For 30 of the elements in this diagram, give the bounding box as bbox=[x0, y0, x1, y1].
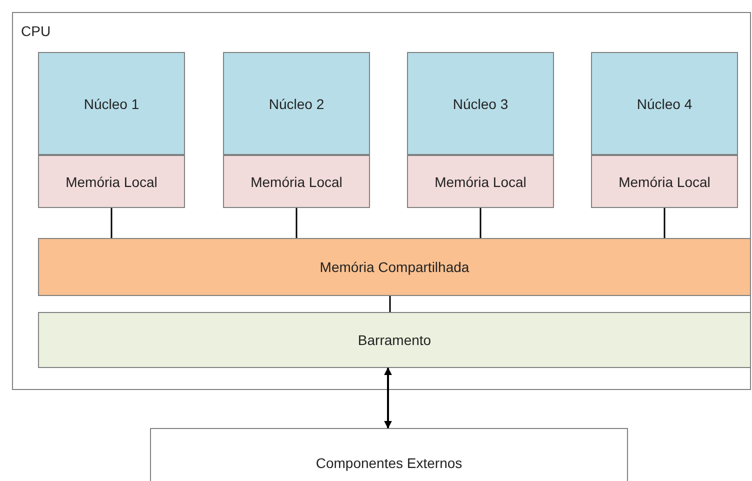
local-memory-box bbox=[407, 155, 554, 208]
local-memory-box bbox=[223, 155, 370, 208]
box-label: Núcleo 3 bbox=[452, 96, 508, 112]
box-label: Núcleo 4 bbox=[636, 96, 692, 112]
local-memory-box bbox=[591, 155, 738, 208]
external-components-box bbox=[150, 428, 628, 481]
core-box bbox=[223, 52, 370, 155]
box-label: Componentes Externos bbox=[316, 455, 462, 471]
core-box bbox=[38, 52, 185, 155]
local-memory-box bbox=[38, 155, 185, 208]
box-label: Memória Local bbox=[618, 174, 710, 190]
connector-line bbox=[480, 208, 482, 238]
double-arrow bbox=[384, 367, 392, 429]
core-box bbox=[591, 52, 738, 155]
box-label: Barramento bbox=[358, 332, 432, 348]
shared-memory-bar bbox=[38, 238, 751, 296]
box-label: Núcleo 1 bbox=[84, 96, 140, 112]
connector-line bbox=[110, 208, 112, 238]
container-label: CPU bbox=[21, 23, 51, 39]
core-box bbox=[407, 52, 554, 155]
connector-line bbox=[389, 296, 391, 312]
box-label: Memória Local bbox=[434, 174, 526, 190]
connector-line bbox=[296, 208, 298, 238]
box-label: Memória Compartilhada bbox=[320, 259, 470, 275]
cpu-container bbox=[12, 12, 751, 390]
bus-bar bbox=[38, 312, 751, 368]
box-label: Memória Local bbox=[250, 174, 342, 190]
box-label: Núcleo 2 bbox=[268, 96, 324, 112]
connector-line bbox=[664, 208, 666, 238]
box-label: Memória Local bbox=[66, 174, 158, 190]
